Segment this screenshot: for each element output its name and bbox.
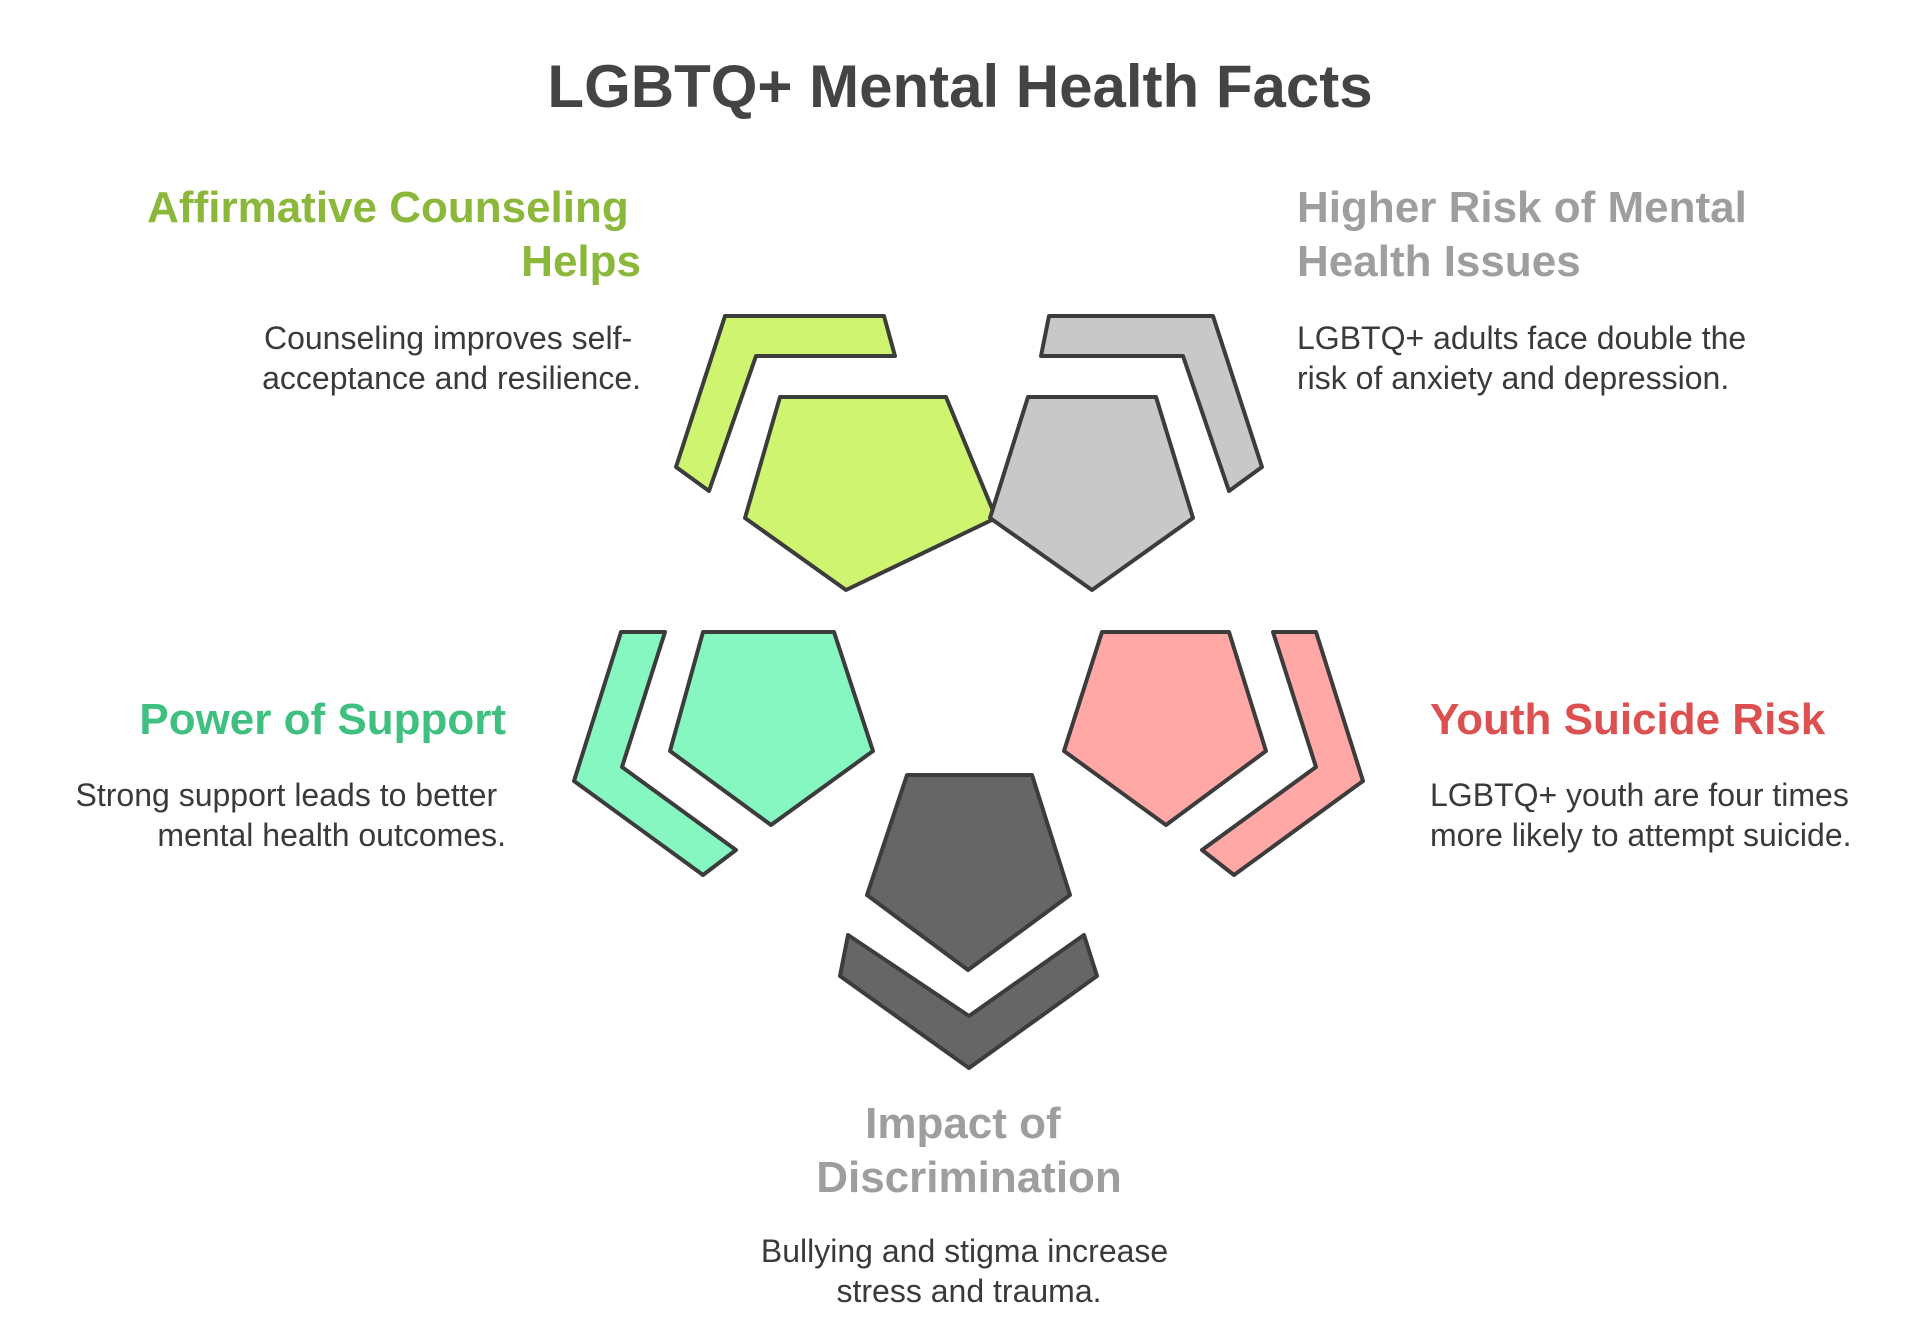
higher-risk-description: LGBTQ+ adults face double the risk of an…	[1297, 320, 1755, 396]
higher-risk-bracket	[1039, 314, 1264, 493]
power-of-support-pentagon	[668, 630, 875, 827]
higher-risk-pentagon	[988, 395, 1195, 592]
heading-line: Impact of	[865, 1099, 1061, 1148]
affirmative-counseling-pentagon	[743, 395, 998, 592]
description-line: LGBTQ+ youth are four times	[1430, 777, 1849, 813]
heading-line: Affirmative Counseling	[147, 183, 629, 232]
affirmative-counseling-heading: Affirmative Counseling Helps	[147, 183, 641, 286]
description-line: Strong support leads to better	[76, 777, 498, 813]
heading-line: Health Issues	[1297, 237, 1581, 286]
segment-affirmative-counseling: Affirmative Counseling Helps Counseling …	[147, 183, 998, 592]
heading-line: Power of Support	[139, 695, 506, 744]
description-line: LGBTQ+ adults face double the	[1297, 320, 1746, 356]
power-of-support-heading: Power of Support	[139, 695, 506, 744]
description-line: risk of anxiety and depression.	[1297, 360, 1729, 396]
heading-line: Discrimination	[816, 1153, 1122, 1202]
impact-of-discrimination-pentagon	[865, 773, 1072, 972]
description-line: acceptance and resilience.	[262, 360, 641, 396]
power-of-support-description: Strong support leads to better mental he…	[76, 777, 506, 853]
power-of-support-bracket	[572, 630, 738, 877]
description-line: Bullying and stigma increase	[761, 1233, 1168, 1269]
segment-higher-risk: Higher Risk of Mental Health Issues LGBT…	[988, 183, 1759, 592]
heading-line: Youth Suicide Risk	[1430, 695, 1826, 744]
youth-suicide-risk-bracket	[1200, 630, 1365, 877]
heading-line: Helps	[521, 237, 641, 286]
affirmative-counseling-description: Counseling improves self- acceptance and…	[262, 320, 641, 396]
description-line: Counseling improves self-	[264, 320, 632, 356]
impact-of-discrimination-bracket	[838, 933, 1099, 1070]
segment-youth-suicide-risk: Youth Suicide Risk LGBTQ+ youth are four…	[1062, 630, 1858, 877]
description-line: more likely to attempt suicide.	[1430, 817, 1852, 853]
segment-impact-of-discrimination: Impact of Discrimination Bullying and st…	[761, 773, 1177, 1309]
page-title: LGBTQ+ Mental Health Facts	[547, 53, 1372, 120]
heading-line: Higher Risk of Mental	[1297, 183, 1747, 232]
youth-suicide-risk-description: LGBTQ+ youth are four times more likely …	[1430, 777, 1858, 853]
description-line: mental health outcomes.	[157, 817, 506, 853]
impact-of-discrimination-heading: Impact of Discrimination	[816, 1099, 1122, 1202]
impact-of-discrimination-description: Bullying and stigma increase stress and …	[761, 1233, 1177, 1309]
affirmative-counseling-bracket	[674, 314, 897, 493]
youth-suicide-risk-pentagon	[1062, 630, 1268, 827]
description-line: stress and trauma.	[837, 1273, 1102, 1309]
segment-power-of-support: Power of Support Strong support leads to…	[76, 630, 875, 877]
higher-risk-heading: Higher Risk of Mental Health Issues	[1297, 183, 1759, 286]
youth-suicide-risk-heading: Youth Suicide Risk	[1430, 695, 1826, 744]
